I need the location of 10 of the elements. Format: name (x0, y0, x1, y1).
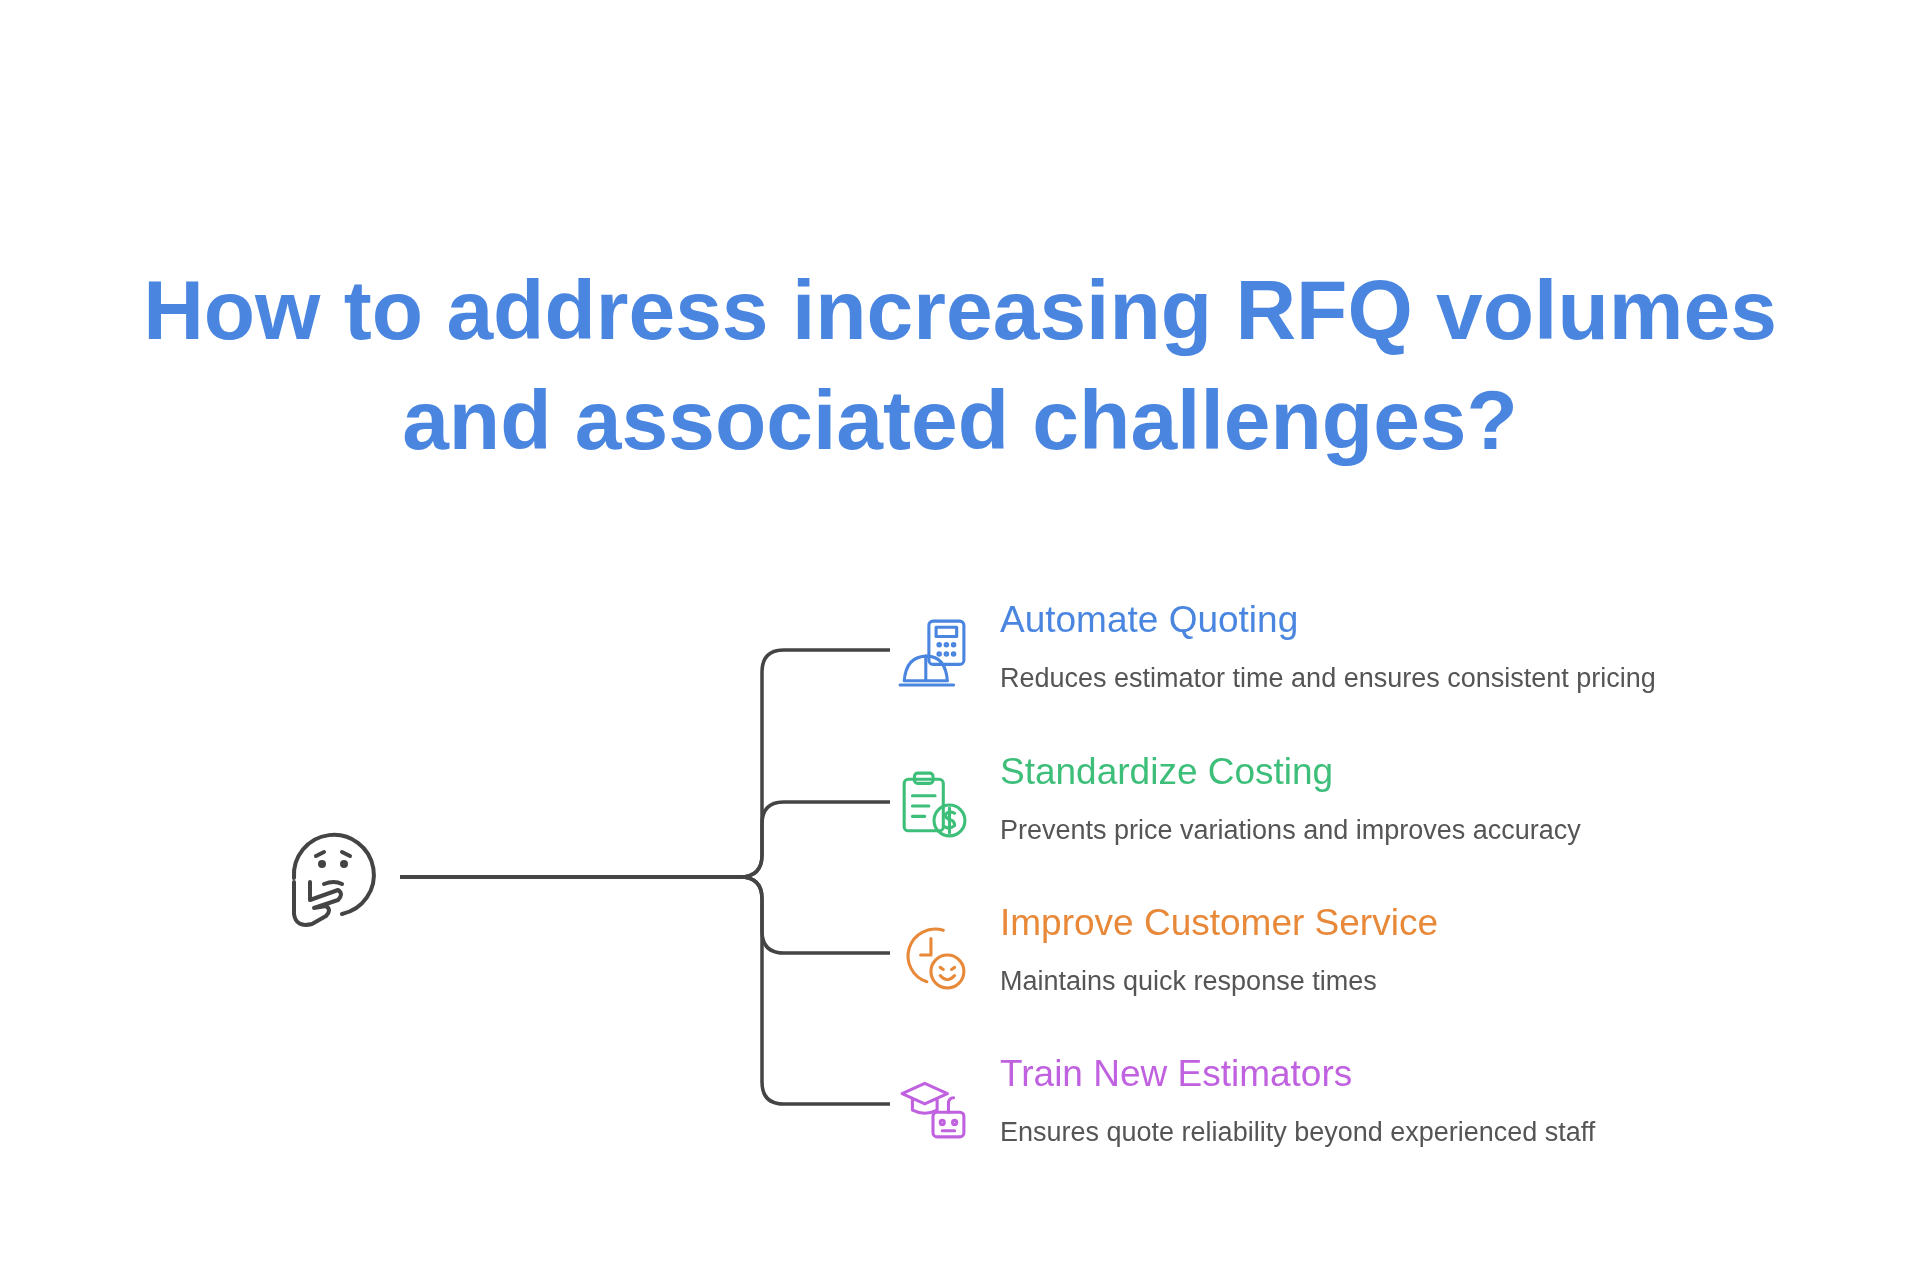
item-heading: Automate Quoting (1000, 599, 1299, 641)
item-heading: Train New Estimators (1000, 1053, 1353, 1095)
item-description: Maintains quick response times (1000, 966, 1377, 997)
connector-line (400, 875, 890, 1106)
item-description: Prevents price variations and improves accuracy (1000, 815, 1581, 846)
item-description: Ensures quote reliability beyond experienced staff (1000, 1117, 1596, 1148)
item-heading: Standardize Costing (1000, 751, 1334, 793)
item-heading: Improve Customer Service (1000, 902, 1438, 944)
title: How to address increasing RFQ volumes and associated challenges? (142, 262, 1778, 469)
item-description: Reduces estimator time and ensures consistent pricing (1000, 663, 1656, 694)
